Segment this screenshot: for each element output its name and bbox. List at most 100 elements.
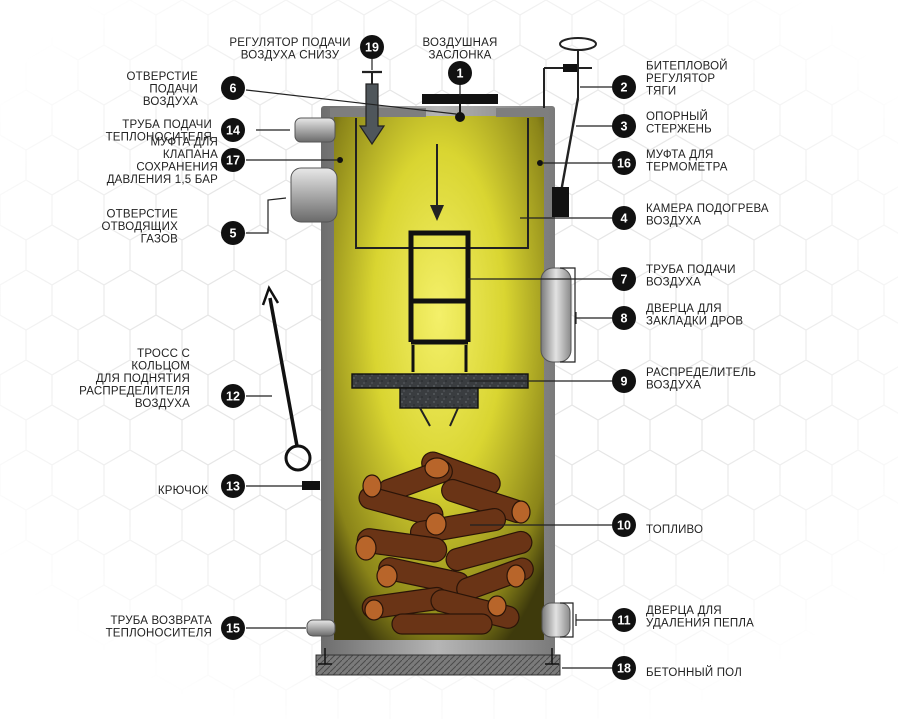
air-inlet-opening [455, 112, 465, 122]
draft-regulator-weight [552, 187, 569, 217]
callout-badge-16 [612, 151, 636, 175]
coolant-return-pipe [306, 619, 336, 637]
callout-label-9: РАСПРЕДЕЛИТЕЛЬ [646, 367, 756, 379]
callout-label-2: БИТЕПЛОВОЙ [646, 60, 728, 73]
callout-number-18: 18 [617, 662, 631, 676]
firewood-pile [355, 451, 534, 635]
callout-number-9: 9 [621, 375, 628, 389]
callout-badge-9 [612, 369, 636, 393]
callout-label-2: ТЯГИ [646, 86, 676, 98]
callout-label-1: ВОЗДУШНАЯ [422, 37, 497, 49]
callout-label-7: ТРУБА ПОДАЧИ [646, 264, 736, 276]
callout-number-8: 8 [621, 312, 628, 326]
callout-badge-12 [221, 384, 245, 408]
callout-10: 10 ТОПЛИВО [612, 513, 703, 537]
callout-number-6: 6 [230, 82, 237, 96]
callout-badge-5 [221, 221, 245, 245]
callout-badge-1 [448, 61, 472, 85]
callout-number-7: 7 [621, 273, 628, 287]
callout-number-15: 15 [226, 622, 240, 636]
callout-number-5: 5 [230, 227, 237, 241]
callout-number-4: 4 [621, 212, 628, 226]
callout-number-19: 19 [365, 41, 379, 55]
callout-label-11: УДАЛЕНИЯ ПЕПЛА [646, 617, 754, 629]
callout-number-14: 14 [226, 124, 240, 138]
callout-label-1: ЗАСЛОНКА [428, 50, 491, 62]
callout-label-17: МУФТА ДЛЯ [150, 136, 218, 148]
callout-label-12: ДЛЯ ПОДНЯТИЯ [96, 373, 190, 385]
ash-door [541, 602, 571, 638]
callout-badge-11 [612, 608, 636, 632]
callout-label-2: РЕГУЛЯТОР [646, 73, 715, 85]
callout-number-12: 12 [226, 390, 240, 404]
callout-label-15: ТЕПЛОНОСИТЕЛЯ [106, 627, 212, 639]
callout-label-5: ГАЗОВ [141, 234, 179, 246]
callout-badge-19 [360, 35, 384, 59]
callout-number-2: 2 [621, 81, 628, 95]
flue-gas-outlet [290, 167, 338, 223]
callout-label-5: ОТВЕРСТИЕ [106, 209, 178, 221]
callout-label-12: ВОЗДУХА [135, 398, 190, 410]
callout-label-10: ТОПЛИВО [646, 524, 703, 536]
callout-label-9: ВОЗДУХА [646, 379, 701, 391]
callout-badge-4 [612, 206, 636, 230]
callout-label-4: КАМЕРА ПОДОГРЕВА [646, 203, 769, 215]
top-plate-right [496, 108, 548, 117]
callout-number-10: 10 [617, 519, 631, 533]
callout-label-17: КЛАПАНА [163, 149, 218, 161]
callout-badge-7 [612, 267, 636, 291]
draft-regulator [543, 37, 597, 217]
support-rod [559, 97, 580, 193]
callout-label-3: СТЕРЖЕНЬ [646, 123, 712, 135]
callout-label-19: ВОЗДУХА СНИЗУ [241, 50, 340, 62]
callout-number-17: 17 [226, 154, 240, 168]
callout-badge-10 [612, 513, 636, 537]
callout-badge-8 [612, 306, 636, 330]
callout-label-12: КОЛЬЦОМ [131, 361, 190, 373]
callout-badge-2 [612, 75, 636, 99]
callout-number-3: 3 [621, 120, 628, 134]
callout-label-18: БЕТОННЫЙ ПОЛ [646, 666, 742, 679]
callout-label-8: ДВЕРЦА ДЛЯ [646, 303, 722, 315]
callout-label-12: РАСПРЕДЕЛИТЕЛЯ [79, 386, 190, 398]
callout-number-11: 11 [617, 614, 630, 628]
callout-label-7: ВОЗДУХА [646, 276, 701, 288]
callout-label-14: ТРУБА ПОДАЧИ [122, 119, 212, 131]
callout-label-17: СОХРАНЕНИЯ [136, 161, 218, 173]
callout-label-8: ЗАКЛАДКИ ДРОВ [646, 315, 743, 327]
callout-number-1: 1 [457, 67, 464, 81]
hook [302, 481, 320, 490]
callout-badge-17 [221, 148, 245, 172]
bottom-air-regulator [358, 70, 386, 146]
callout-label-4: ВОЗДУХА [646, 215, 701, 227]
cable-with-ring [261, 285, 312, 472]
callout-label-12: ТРОСС С [137, 348, 190, 360]
callout-badge-3 [612, 114, 636, 138]
callout-badge-6 [221, 76, 245, 100]
callout-label-16: ТЕРМОМЕТРА [646, 161, 728, 173]
callout-number-13: 13 [226, 480, 240, 494]
callout-18: 18 БЕТОННЫЙ ПОЛ [612, 656, 742, 680]
leader-lines [245, 59, 612, 669]
callout-badge-15 [221, 616, 245, 640]
callout-label-15: ТРУБА ВОЗВРАТА [110, 615, 212, 627]
callout-badge-14 [221, 118, 245, 142]
callout-number-16: 16 [617, 157, 631, 171]
